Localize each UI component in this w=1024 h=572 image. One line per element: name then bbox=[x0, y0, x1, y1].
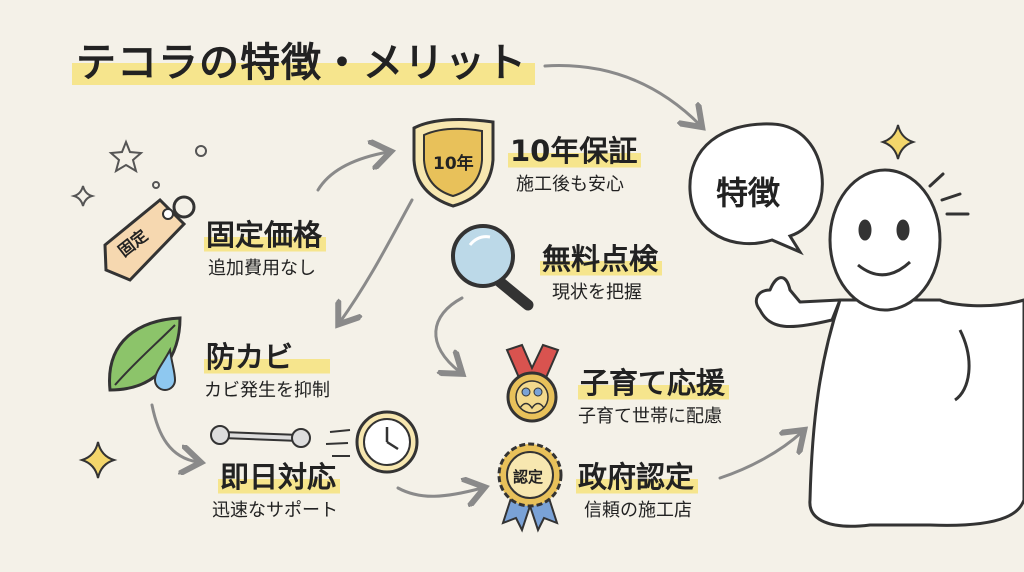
feature-subtitle: カビ発生を抑制 bbox=[204, 380, 330, 401]
sparkle-icon bbox=[879, 124, 917, 160]
feature-title: 10年保証 bbox=[508, 128, 642, 170]
feature-title: 固定価格 bbox=[204, 212, 327, 254]
feature-title: 政府認定 bbox=[576, 454, 699, 496]
clock-icon bbox=[325, 410, 419, 474]
feature-warranty: 10年保証 施工後も安心 bbox=[508, 128, 642, 196]
magnifier-icon bbox=[451, 224, 534, 311]
feature-childcare: 子育て応援 子育て世帯に配慮 bbox=[578, 360, 730, 428]
feature-title: 即日対応 bbox=[218, 454, 341, 496]
sparkle-icon bbox=[78, 441, 118, 479]
page-title: テコラの特徴・メリット bbox=[72, 30, 535, 90]
feature-title: 無料点検 bbox=[540, 236, 663, 278]
medal-icon bbox=[505, 343, 560, 423]
feature-mold: 防カビ カビ発生を抑制 bbox=[204, 334, 330, 402]
sparkle-icons bbox=[70, 139, 207, 207]
leaf-drop-icon bbox=[108, 316, 182, 392]
feature-gov: 政府認定 信頼の施工店 bbox=[576, 454, 699, 522]
wrench-icon bbox=[210, 425, 311, 448]
shield-icon-label: 10年 bbox=[433, 154, 474, 174]
feature-fixed-price: 固定価格 追加費用なし bbox=[204, 212, 327, 280]
shield-icon bbox=[412, 118, 495, 208]
feature-subtitle: 現状を把握 bbox=[552, 282, 642, 303]
feature-sameday: 即日対応 迅速なサポート bbox=[212, 454, 341, 522]
rosette-icon-label: 認定 bbox=[513, 468, 544, 486]
price-tag-icon bbox=[103, 195, 196, 282]
feature-subtitle: 施工後も安心 bbox=[516, 174, 624, 195]
feature-title: 子育て応援 bbox=[578, 360, 730, 402]
feature-subtitle: 信頼の施工店 bbox=[584, 500, 692, 521]
pointing-figure bbox=[754, 168, 1024, 528]
feature-title: 防カビ bbox=[204, 334, 330, 376]
feature-subtitle: 追加費用なし bbox=[208, 258, 316, 279]
flow-arrows bbox=[150, 64, 802, 497]
speech-bubble-text: 特徴 bbox=[716, 174, 781, 212]
feature-inspection: 無料点検 現状を把握 bbox=[540, 236, 663, 304]
rosette-icon bbox=[497, 442, 563, 533]
feature-subtitle: 迅速なサポート bbox=[212, 500, 338, 521]
emphasis-lines bbox=[928, 172, 970, 216]
speech-bubble bbox=[688, 122, 824, 256]
feature-subtitle: 子育て世帯に配慮 bbox=[578, 406, 722, 427]
